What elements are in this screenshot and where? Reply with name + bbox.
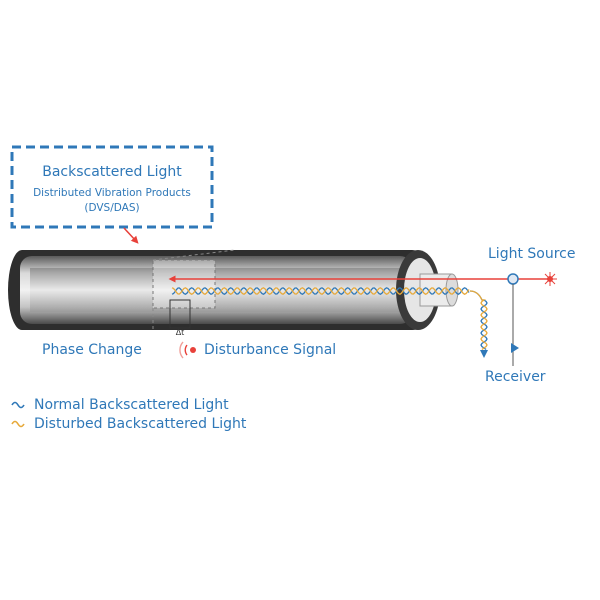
phase-change-label: Phase Change — [42, 342, 142, 358]
delta-t-label: Δt — [176, 328, 185, 337]
normal-backscatter-wave — [171, 287, 470, 295]
light-source-label: Light Source — [488, 246, 575, 262]
receiver-arrow — [511, 343, 519, 353]
legend: Normal Backscattered Light Disturbed Bac… — [11, 397, 247, 432]
callout-line2: (DVS/DAS) — [84, 202, 139, 214]
return-arrowhead — [480, 350, 488, 358]
disturbed-backscatter-wave — [171, 287, 470, 295]
region-guide-1 — [152, 249, 236, 261]
legend-swatch-disturbed — [11, 420, 25, 428]
callout-box — [10, 145, 214, 229]
callout-line1: Distributed Vibration Products — [33, 187, 191, 199]
signal-wave-icon — [179, 341, 196, 359]
fiber-connector-face — [445, 273, 459, 307]
callout-arrow — [123, 227, 139, 244]
callout-title: Backscattered Light — [42, 164, 182, 180]
disturbance-region — [152, 259, 216, 309]
laser-burst-icon — [543, 272, 557, 286]
coupler-node — [507, 273, 519, 285]
legend-swatch-normal — [11, 401, 25, 409]
delta-t-marker — [169, 299, 191, 329]
return-wave-disturbed — [469, 290, 488, 351]
legend-label-normal: Normal Backscattered Light — [34, 397, 229, 413]
receiver-label: Receiver — [485, 369, 546, 385]
legend-label-disturbed: Disturbed Backscattered Light — [34, 416, 247, 432]
disturbance-signal-label: Disturbance Signal — [204, 342, 336, 358]
